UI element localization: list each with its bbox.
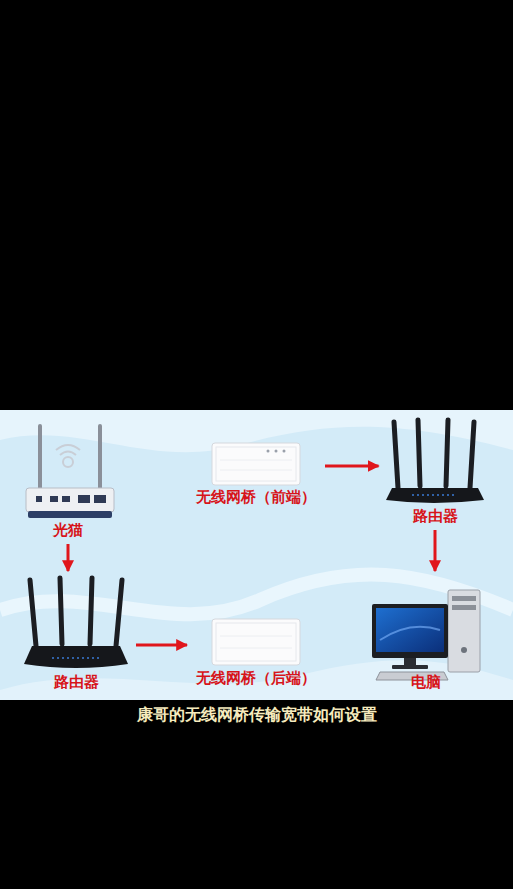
device-node: 电脑 bbox=[370, 575, 482, 692]
arrow-connector bbox=[67, 544, 70, 571]
modem-icon bbox=[26, 426, 114, 518]
device-node: 路由器 bbox=[20, 575, 132, 692]
device-node: 无线网桥（后端） bbox=[191, 615, 321, 688]
arrow-connector bbox=[136, 644, 187, 647]
device-node: 路由器 bbox=[383, 418, 488, 526]
arrow-connector bbox=[434, 530, 437, 571]
arrow-connector bbox=[325, 465, 379, 468]
device-label: 路由器 bbox=[54, 672, 99, 692]
router-icon bbox=[24, 578, 128, 668]
router-icon bbox=[386, 420, 484, 503]
bridge-icon bbox=[212, 443, 300, 485]
device-label: 无线网桥（后端） bbox=[196, 668, 316, 688]
device-label: 路由器 bbox=[413, 506, 458, 526]
panel-ground bbox=[0, 410, 513, 700]
device-label: 光猫 bbox=[53, 520, 83, 540]
device-node: 无线网桥（前端） bbox=[191, 440, 321, 507]
device-label: 电脑 bbox=[411, 672, 441, 692]
computer-icon bbox=[372, 590, 480, 680]
bridge-icon bbox=[212, 619, 300, 665]
caption: 康哥的无线网桥传输宽带如何设置 bbox=[0, 704, 513, 726]
device-node: 光猫 bbox=[18, 420, 118, 540]
device-label: 无线网桥（前端） bbox=[196, 487, 316, 507]
